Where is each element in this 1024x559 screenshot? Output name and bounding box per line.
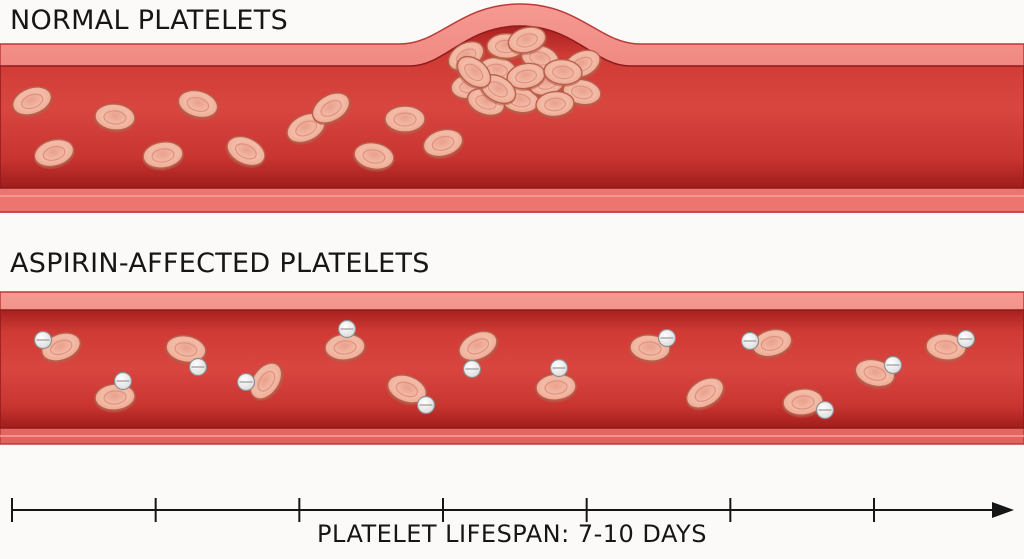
- aspirin-pill-icon: [956, 329, 976, 349]
- platelet-cell-icon: [561, 78, 602, 107]
- aspirin-pill-icon: [416, 395, 436, 415]
- platelet-cell-icon: [94, 383, 137, 413]
- platelet-clot: [447, 26, 602, 119]
- platelet-cell-icon: [782, 388, 825, 418]
- lifespan-caption: PLATELET LIFESPAN: 7-10 DAYS: [317, 520, 707, 548]
- aspirin-pill-icon: [549, 358, 569, 378]
- platelet-cell-icon: [164, 335, 207, 365]
- platelet-cell-icon: [506, 62, 547, 91]
- platelet-cell-icon: [386, 374, 428, 406]
- platelet-cell-icon: [33, 138, 75, 170]
- platelet-cell-icon: [535, 373, 578, 403]
- platelet-cell-icon: [507, 26, 547, 56]
- platelet-cell-icon: [751, 328, 793, 360]
- aspirin-pill-icon: [188, 357, 208, 377]
- normal-vessel-bottom-wall: [0, 188, 1024, 212]
- aspirin-pill-icon: [462, 359, 482, 379]
- aspirin-platelets-title: ASPIRIN-AFFECTED PLATELETS: [10, 248, 430, 279]
- platelet-cell-icon: [352, 142, 395, 172]
- aspirin-pill-icon: [657, 328, 677, 348]
- aspirin-pill-icon: [337, 319, 357, 339]
- aspirin-pill-icon: [815, 400, 835, 420]
- platelet-cell-icon: [93, 103, 136, 133]
- normal-platelets-group: [11, 86, 464, 172]
- platelet-cell-icon: [142, 141, 185, 171]
- aspirin-vessel-lumen: [0, 309, 1024, 429]
- platelet-cell-icon: [324, 333, 367, 363]
- platelet-cell-icon: [924, 333, 967, 363]
- platelet-cell-icon: [535, 90, 576, 119]
- aspirin-pill-icon: [740, 331, 760, 351]
- aspirin-pill-icon: [33, 330, 53, 350]
- aspirin-pill-icon: [883, 355, 903, 375]
- aspirin-pill-icon: [236, 372, 256, 392]
- platelet-cell-icon: [177, 89, 219, 121]
- platelet-cell-icon: [11, 86, 53, 118]
- platelet-cell-icon: [455, 55, 492, 90]
- platelet-cell-icon: [384, 105, 426, 135]
- lifespan-timeline: [11, 498, 1014, 522]
- platelet-cell-icon: [685, 377, 726, 411]
- platelet-cell-icon: [542, 58, 583, 87]
- platelet-cell-icon: [249, 362, 284, 401]
- aspirin-pill-icon: [113, 371, 133, 391]
- platelet-cell-icon: [225, 135, 266, 168]
- aspirin-vessel: [0, 291, 1024, 445]
- platelet-cell-icon: [458, 330, 499, 363]
- aspirin-platelets-group: [33, 319, 976, 420]
- platelet-cell-icon: [311, 92, 352, 126]
- platelet-cell-icon: [422, 128, 464, 160]
- normal-platelets-title: NORMAL PLATELETS: [10, 5, 289, 36]
- timeline-arrow-icon: [992, 502, 1014, 518]
